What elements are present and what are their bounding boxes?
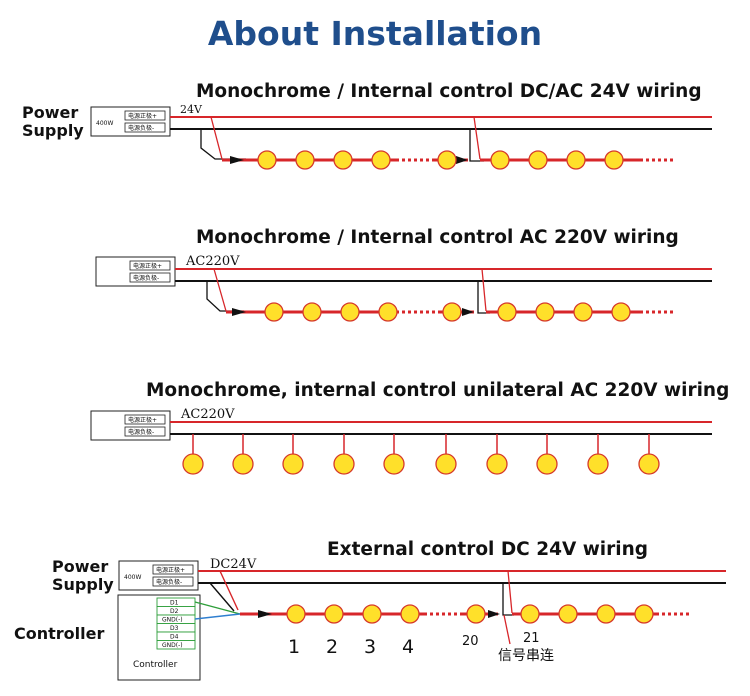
led-pixel [486,453,508,475]
data-wires [194,570,241,620]
led-pixel [520,604,540,624]
led-pixel [536,453,558,475]
led-pixel [257,150,277,170]
led-pixel [573,302,593,322]
terminal-positive-label: 电源正极+ [156,566,185,574]
led-pixel [324,604,344,624]
power-supply-label: Supply [52,575,114,594]
power-supply-label: Supply [22,121,84,140]
led-pixel [558,604,578,624]
led-pixel [295,150,315,170]
terminal-negative-label: 电源负极- [133,274,159,282]
led-pixel [264,302,284,322]
led-pixel [182,453,204,475]
section-heading: External control DC 24V wiring [327,539,648,560]
port-label: GND(-) [162,642,183,649]
terminal-positive-label: 电源正极+ [133,262,162,270]
section-ac-220v: Monochrome / Internal control AC 220V wi… [95,227,712,322]
voltage-label: 24V [180,103,203,116]
led-pixel [535,302,555,322]
pixel-number: 2 [326,636,338,658]
led-pixel [383,453,405,475]
section-heading: Monochrome, internal control unilateral … [146,380,729,401]
led-pixel [333,453,355,475]
pixel-number: 3 [364,636,376,658]
led-pixel [378,302,398,322]
series-note: 信号串连 [498,648,554,664]
led-pixel [282,453,304,475]
led-string [226,302,676,322]
led-pixel [638,453,660,475]
controller-label: Controller [14,624,104,643]
led-pixel [400,604,420,624]
led-pixel [466,604,486,624]
power-supply-box: 电源正极+ 电源负极- [95,256,176,287]
terminal-positive-label: 电源正极+ [128,112,157,120]
led-pixel [437,150,457,170]
port-label: D2 [170,608,179,615]
pixel-number: 1 [288,636,300,658]
pixel-number: 21 [523,631,540,646]
led-pixel [587,453,609,475]
power-supply-box: 400W 电源正极+ 电源负极- [118,560,199,591]
led-pixel [302,302,322,322]
section-heading: Monochrome / Internal control AC 220V wi… [196,227,679,248]
led-pixel [604,150,624,170]
terminal-positive-label: 电源正极+ [128,416,157,424]
voltage-label: AC220V [180,407,235,422]
wattage-label: 400W [124,574,141,581]
led-pixel [442,302,462,322]
led-string [222,150,676,170]
controller-box: Controller D1 D2 GND(-) D3 D4 GND(-) [117,594,201,681]
power-supply-box: 400W 电源正极+ 电源负极- [90,106,171,137]
section-unilateral-ac-220v: Monochrome, internal control unilateral … [90,380,729,475]
terminal-negative-label: 电源负极- [128,124,154,132]
voltage-label: AC220V [185,254,240,269]
led-pixel [634,604,654,624]
led-pixel [528,150,548,170]
led-pixel [333,150,353,170]
led-pixel [362,604,382,624]
power-supply-label: Power [22,103,78,122]
led-drops [182,434,660,475]
section-external-dc-24v: External control DC 24V wiring Power Sup… [14,539,726,681]
page-title: About Installation [207,14,543,53]
led-pixel [611,302,631,322]
pixel-number: 4 [402,636,414,658]
controller-box-label: Controller [133,660,178,670]
branch-wires [502,570,514,645]
led-pixel [497,302,517,322]
led-pixel [435,453,457,475]
section-heading: Monochrome / Internal control DC/AC 24V … [196,81,702,102]
terminal-negative-label: 电源负极- [156,578,182,586]
port-label: D4 [170,634,179,641]
port-label: GND(-) [162,617,183,624]
power-supply-label: Power [52,557,108,576]
port-label: D1 [170,600,179,607]
pixel-number: 20 [462,634,479,649]
led-pixel [232,453,254,475]
led-pixel [371,150,391,170]
led-pixel [566,150,586,170]
voltage-label: DC24V [210,557,257,572]
power-supply-box: 电源正极+ 电源负极- [90,410,171,441]
led-string [240,604,692,624]
led-pixel [490,150,510,170]
led-pixel [340,302,360,322]
port-label: D3 [170,625,179,632]
terminal-negative-label: 电源负极- [128,428,154,436]
wattage-label: 400W [96,120,113,127]
led-pixel [286,604,306,624]
led-pixel [596,604,616,624]
section-dc-ac-24v: Monochrome / Internal control DC/AC 24V … [22,81,712,170]
